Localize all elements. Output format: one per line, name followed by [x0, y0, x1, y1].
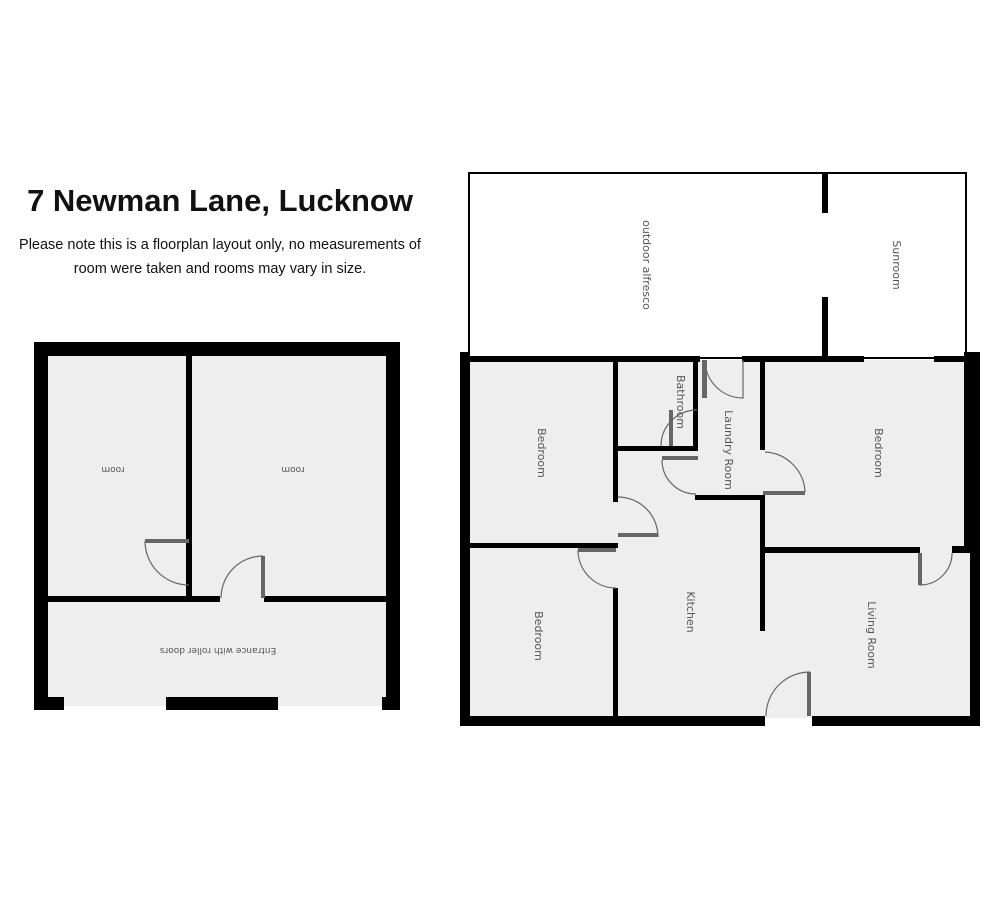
laundry-door-swing [661, 459, 697, 495]
bedroom-1-label: Bedroom [535, 428, 548, 478]
garage-room-label-1: room [101, 464, 124, 474]
bathroom-laundry-wall [693, 360, 698, 451]
garage-partition-left [48, 596, 220, 602]
living-top-wall-right [952, 546, 970, 553]
sunroom-wall-upper [822, 173, 828, 213]
laundry-bottom-wall [695, 495, 765, 500]
bedroom2-right-wall [613, 588, 618, 718]
bedroom1-door-swing [617, 496, 659, 538]
house-top-wall-right [934, 356, 972, 362]
kitchen-label: Kitchen [684, 591, 697, 632]
bathroom-label: Bathroom [674, 375, 687, 429]
garage-door-swing-right [220, 555, 264, 599]
garage-left-wall [34, 342, 48, 710]
garage-plan: room room Entrance with roller doors [34, 342, 400, 710]
bedroom2-door-leaf [578, 548, 616, 552]
garage-entrance-label: Entrance with roller doors [160, 645, 277, 655]
outdoor-alfresco-label: outdoor alfresco [640, 220, 653, 310]
bathroom-door-leaf [669, 410, 673, 446]
front-door-swing [765, 671, 811, 717]
garage-room-label-2: room [281, 464, 304, 474]
garage-right-wall [386, 342, 400, 710]
bedroom3-door-swing [764, 451, 806, 493]
outdoor-area-outline [468, 172, 967, 359]
laundry-door-leaf [662, 456, 698, 460]
bedroom-partition [470, 543, 618, 548]
house-plan: outdoor alfresco Sunroom Bathroom Laundr… [460, 172, 980, 726]
garage-door-leaf-right [261, 556, 265, 598]
bedroom-3-label: Bedroom [872, 428, 885, 478]
house-left-wall [460, 352, 470, 726]
house-bottom-wall-left [460, 716, 765, 726]
garage-bottom-wall-left [34, 697, 64, 710]
disclaimer-line-2: room were taken and rooms may vary in si… [73, 261, 367, 277]
house-bottom-wall-right [812, 716, 980, 726]
garage-floor [40, 350, 394, 706]
sunroom-label: Sunroom [890, 240, 903, 289]
house-right-wall-inner [964, 352, 972, 552]
bedroom2-door-swing [577, 549, 617, 589]
garage-partition-right [264, 596, 386, 602]
laundry-top-door-leaf [702, 360, 707, 398]
bedroom3-door-leaf [763, 491, 805, 495]
living-room-label: Living Room [865, 601, 878, 669]
sunroom-wall-lower [822, 297, 828, 358]
laundry-right-wall-upper [760, 360, 765, 450]
living-top-wall-left [765, 547, 920, 553]
house-right-wall [970, 352, 980, 726]
garage-top-wall [34, 342, 400, 356]
disclaimer-note: Please note this is a floorplan layout o… [0, 233, 440, 281]
bedroom1-right-wall [613, 360, 618, 502]
living-door-leaf [918, 553, 922, 585]
bedroom-2-label: Bedroom [532, 611, 545, 661]
disclaimer-line-1: Please note this is a floorplan layout o… [19, 237, 421, 253]
garage-door-leaf-left [145, 539, 189, 543]
page-title: 7 Newman Lane, Lucknow [27, 183, 413, 218]
bathroom-bottom-wall [618, 446, 698, 451]
front-door-leaf [807, 672, 811, 716]
garage-divider-wall [186, 356, 192, 601]
garage-bottom-wall-right [382, 697, 400, 710]
laundry-room-label: Laundry Room [722, 410, 735, 490]
kitchen-right-wall [760, 495, 765, 631]
bedroom1-door-leaf [618, 533, 658, 537]
garage-bottom-wall-middle [166, 697, 278, 710]
house-top-wall-middle [742, 356, 864, 362]
house-floor [468, 360, 972, 718]
house-top-wall-left [460, 356, 700, 362]
